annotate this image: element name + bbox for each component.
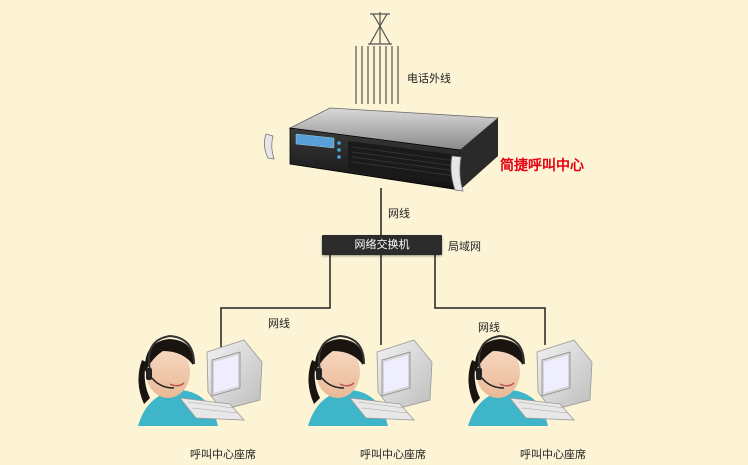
lan-label: 局域网: [448, 240, 481, 253]
desktop-computer-icon: [349, 339, 433, 421]
workstation-1: [138, 334, 263, 426]
seat-label-3: 呼叫中心座席: [520, 448, 586, 461]
brand-label: 简捷呼叫中心: [500, 158, 584, 174]
workstation-3: [468, 334, 593, 426]
rack-server-icon: [264, 107, 500, 192]
network-cable-label-left: 网线: [268, 317, 290, 330]
desktop-computer-icon: [179, 339, 263, 421]
seat-label-2: 呼叫中心座席: [360, 448, 426, 461]
network-switch-icon: 网络交换机: [322, 235, 442, 255]
phone-line-label: 电话外线: [407, 72, 451, 85]
branch-cables: [220, 255, 546, 348]
switch-label: 网络交换机: [354, 238, 410, 251]
network-cable-label-top: 网线: [388, 207, 410, 220]
network-cable-label-right: 网线: [478, 321, 500, 334]
desktop-computer-icon: [509, 339, 593, 421]
seat-label-1: 呼叫中心座席: [190, 448, 256, 461]
workstation-2: [308, 334, 433, 426]
antenna-icon: [368, 12, 392, 45]
phone-line-bundle: [355, 46, 399, 104]
